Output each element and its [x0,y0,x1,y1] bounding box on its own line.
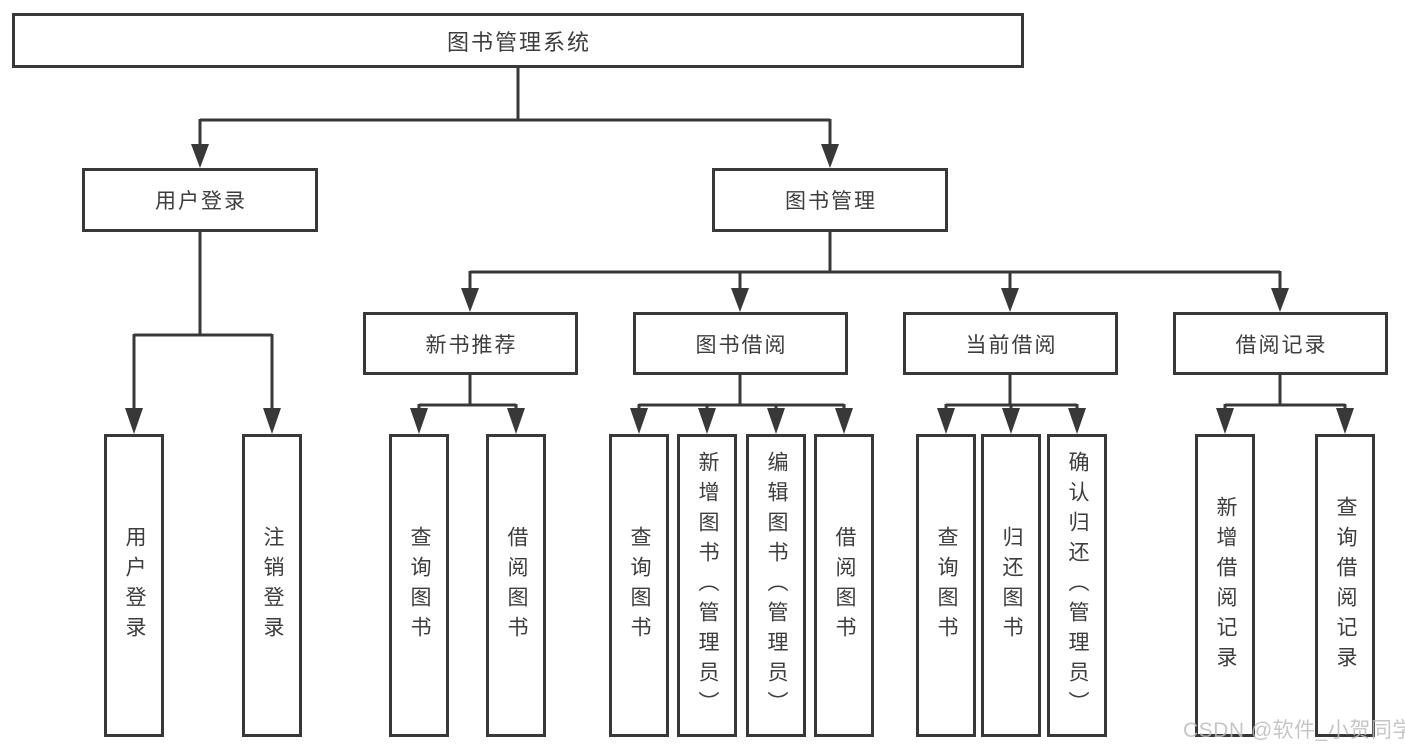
leaf-search-book-recommend: 查询图书 [389,434,449,737]
watermark: CSDN @软件_小贺同学 [1183,719,1405,742]
node-new-book-recommendation: 新书推荐 [363,312,578,375]
leaf-borrow-book-recommend: 借阅图书 [486,434,546,737]
node-book-borrowing: 图书借阅 [633,312,848,375]
leaf-search-borrow-record: 查询借阅记录 [1315,434,1375,737]
node-user-login: 用户登录 [82,168,318,232]
node-book-management: 图书管理 [712,168,948,232]
leaf-add-borrow-record: 新增借阅记录 [1195,434,1255,737]
arrowheads [125,144,1354,434]
leaf-confirm-return-admin: 确认归还（管理员） [1047,434,1107,737]
leaf-edit-book-admin: 编辑图书（管理员） [746,434,806,737]
leaf-borrow-book-borrowing: 借阅图书 [814,434,874,737]
node-library-management-system: 图书管理系统 [12,13,1024,68]
node-current-borrowing: 当前借阅 [903,312,1118,375]
leaf-add-book-admin: 新增图书（管理员） [677,434,737,737]
leaf-return-book: 归还图书 [981,434,1041,737]
leaf-logout: 注销登录 [242,434,302,737]
node-borrowing-records: 借阅记录 [1173,312,1388,375]
leaf-search-book-current: 查询图书 [916,434,976,737]
leaf-search-book-borrowing: 查询图书 [609,434,669,737]
leaf-user-login: 用户登录 [104,434,164,737]
